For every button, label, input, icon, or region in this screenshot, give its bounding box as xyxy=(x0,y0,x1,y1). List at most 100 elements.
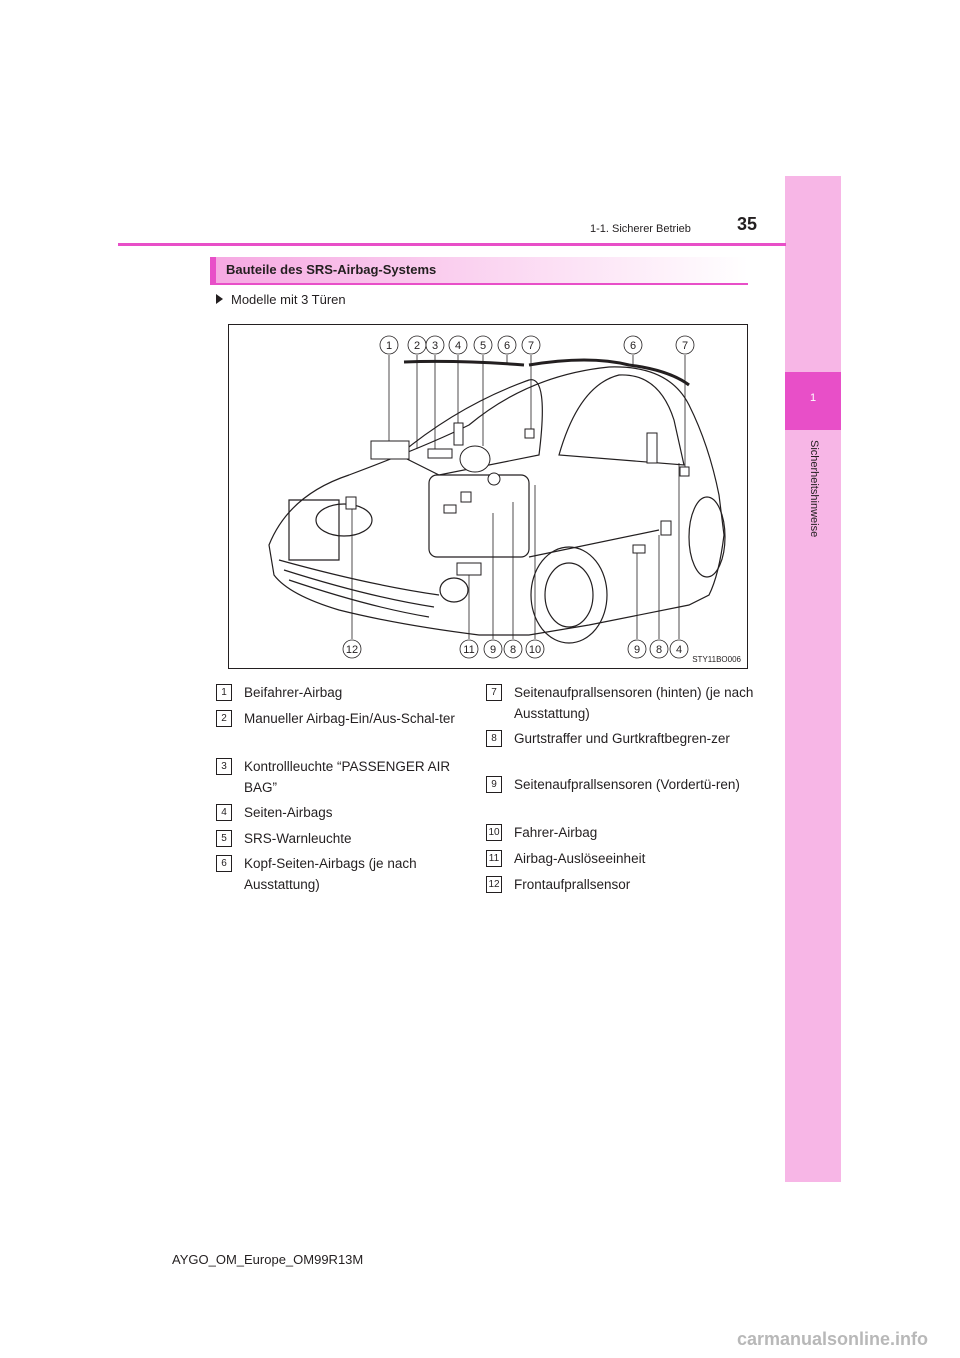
legend-label: Airbag-Auslöseeinheit xyxy=(514,851,646,866)
wiring-center xyxy=(428,474,530,558)
side-airbag-module xyxy=(453,422,464,446)
rear-pretensioner xyxy=(660,520,672,536)
belt-pretensioner xyxy=(460,491,472,503)
left-headlight xyxy=(315,503,373,537)
top-label-1: 2 xyxy=(414,340,420,352)
section-title: Bauteile des SRS-Airbag-Systems xyxy=(226,262,437,277)
footer-text: AYGO_OM_Europe_OM99R13M xyxy=(172,1252,364,1267)
wiring-side xyxy=(528,529,660,558)
legend-label: Seitenaufprallsensoren (hinten) (je nach… xyxy=(514,685,754,721)
top-circle-4 xyxy=(473,335,493,355)
section-title-bar xyxy=(210,257,748,283)
top-label-5: 6 xyxy=(504,340,510,352)
watermark: carmanualsonline.info xyxy=(736,1329,928,1349)
top-label-2: 3 xyxy=(432,340,438,352)
page-number: 35 xyxy=(737,214,758,234)
top-label-0: 1 xyxy=(386,340,392,352)
bottom-circle-6 xyxy=(649,639,669,659)
airbag-switch xyxy=(427,448,453,459)
top-label-7: 6 xyxy=(630,340,636,352)
bottom-circle-0 xyxy=(342,639,362,659)
bottom-circle-4 xyxy=(525,639,545,659)
legend-label: Seitenaufprallsensoren (Vordertü-ren) xyxy=(514,777,740,792)
top-label-6: 7 xyxy=(528,340,534,352)
rear-wheel xyxy=(688,496,726,578)
top-circle-6 xyxy=(521,335,541,355)
legend-number-badge: 4 xyxy=(216,804,232,821)
rear-sensor-left xyxy=(524,428,535,439)
grille-line-3 xyxy=(288,579,430,618)
curtain-airbag-2 xyxy=(403,359,525,367)
passenger-airbag-module xyxy=(370,440,410,460)
top-circle-5 xyxy=(497,335,517,355)
bottom-label-2: 9 xyxy=(490,644,496,656)
legend-label: Fahrer-Airbag xyxy=(514,825,598,840)
front-wheel-rim xyxy=(544,562,594,628)
top-circle-0 xyxy=(379,335,399,355)
steering-wheel-airbag xyxy=(459,445,491,473)
chapter-number: 1 xyxy=(809,392,817,404)
bottom-circle-5 xyxy=(627,639,647,659)
section-title-underline xyxy=(210,283,748,285)
legend-number-badge: 6 xyxy=(216,855,232,872)
legend-label: SRS-Warnleuchte xyxy=(244,831,352,846)
legend-number-badge: 5 xyxy=(216,830,232,847)
chapter-side-tab xyxy=(785,176,841,1182)
legend-label: Kopf-Seiten-Airbags (je nach Ausstattung… xyxy=(244,856,417,892)
grille-line-1 xyxy=(278,559,440,596)
top-label-8: 7 xyxy=(682,340,688,352)
top-circle-8 xyxy=(675,335,695,355)
bottom-circle-1 xyxy=(459,639,479,659)
wiring-front xyxy=(288,499,340,561)
bottom-label-3: 8 xyxy=(510,644,516,656)
section-title-accent xyxy=(210,257,216,283)
triangle-bullet-icon xyxy=(216,294,223,304)
bottom-circle-7 xyxy=(669,639,689,659)
bottom-label-7: 4 xyxy=(676,644,682,656)
legend-number-badge: 7 xyxy=(486,684,502,701)
side-window xyxy=(558,374,685,466)
figure-code: STY11BO006 xyxy=(692,655,741,664)
legend-label: Seiten-Airbags xyxy=(244,805,333,820)
legend-number-badge: 1 xyxy=(216,684,232,701)
subsection-heading: Modelle mit 3 Türen xyxy=(216,292,346,307)
bottom-circle-3 xyxy=(503,639,523,659)
bottom-label-5: 9 xyxy=(634,644,640,656)
legend-number-badge: 11 xyxy=(486,850,502,867)
rear-sensor-right xyxy=(679,466,690,477)
chapter-number-block xyxy=(785,372,841,430)
rear-side-sensor xyxy=(632,544,646,554)
right-fog-light xyxy=(439,577,469,603)
driver-airbag xyxy=(487,472,501,486)
top-label-4: 5 xyxy=(480,340,486,352)
header-rule xyxy=(118,243,786,246)
side-impact-sensor-front xyxy=(443,504,457,514)
legend-label: Manueller Airbag-Ein/Aus-Schal-ter xyxy=(244,711,455,726)
legend-number-badge: 3 xyxy=(216,758,232,775)
grille-line-2 xyxy=(283,569,435,608)
legend-number-badge: 10 xyxy=(486,824,502,841)
airbag-ecu xyxy=(456,562,482,576)
subsection-text: Modelle mit 3 Türen xyxy=(231,292,346,307)
top-circle-3 xyxy=(448,335,468,355)
legend-number-badge: 12 xyxy=(486,876,502,893)
bottom-label-4: 10 xyxy=(529,644,541,656)
bottom-label-1: 11 xyxy=(463,644,474,656)
chapter-title: Sicherheitshinweise xyxy=(808,440,820,538)
legend-label: Frontaufprallsensor xyxy=(514,877,631,892)
bottom-label-0: 12 xyxy=(346,644,358,656)
bottom-label-6: 8 xyxy=(656,644,662,656)
top-circle-2 xyxy=(425,335,445,355)
legend-label: Gurtstraffer und Gurtkraftbegren-zer xyxy=(514,731,730,746)
legend-label: Kontrollleuchte “PASSENGER AIR BAG” xyxy=(244,759,451,795)
rear-side-airbag xyxy=(646,432,658,464)
front-impact-sensor xyxy=(345,496,357,510)
bottom-circle-2 xyxy=(483,639,503,659)
curtain-airbag xyxy=(528,358,690,387)
top-circle-7 xyxy=(623,335,643,355)
front-wheel xyxy=(530,546,608,644)
legend-number-badge: 2 xyxy=(216,710,232,727)
legend-label: Beifahrer-Airbag xyxy=(244,685,343,700)
